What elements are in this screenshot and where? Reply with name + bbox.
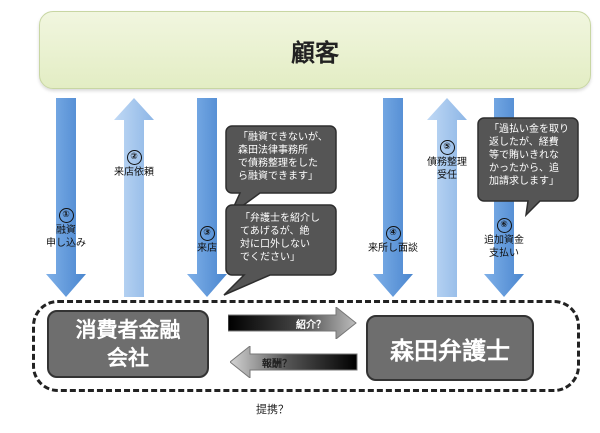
- partnership-label: 提携？: [256, 403, 289, 416]
- partnership-frame: [32, 300, 580, 392]
- step-3-label: ③ 来店: [197, 226, 217, 254]
- arrow-4-consultation: [373, 98, 413, 297]
- bubble-1-text: 「融資できないが、 森田法律事務所 で債務整理をした ら融資できます」: [238, 132, 328, 182]
- step-2-label: ② 来店依頼: [114, 150, 154, 178]
- lender-label-line2: 会社: [107, 346, 149, 370]
- customer-box: 顧客: [39, 11, 591, 89]
- customer-label: 顧客: [291, 38, 339, 67]
- step-1-label: ① 融資 申し込み: [46, 208, 86, 249]
- reward-arrow: [230, 346, 358, 378]
- lawyer-label: 森田弁護士: [390, 336, 510, 365]
- step-5-label: ⑤ 債務整理 受任: [427, 140, 467, 181]
- arrow-1-application: [46, 98, 86, 297]
- bubble-3-shape: [477, 117, 579, 218]
- referral-label: 紹介？: [296, 320, 326, 331]
- lawyer-box: 森田弁護士: [366, 315, 534, 381]
- lender-label-line1: 消費者金融: [75, 318, 181, 342]
- bubble-2-text: 「弁護士を紹介し てあげるが、絶 対に口外しない でください」: [240, 213, 320, 263]
- lender-box: 消費者金融 会社: [47, 310, 209, 378]
- step-4-label: ④ 来所し面談: [368, 226, 418, 254]
- bubble-1-shape: [225, 125, 337, 218]
- arrow-5-debt-retainer: [427, 98, 467, 297]
- arrow-3-visit: [187, 98, 227, 297]
- reward-label: 報酬？: [262, 359, 292, 370]
- bubble-3-text: 「過払い金を取り 返したが、経費 等で賄いきれな かったから、追 加請求します」: [489, 124, 569, 187]
- bubble-2-shape: [223, 204, 337, 296]
- referral-arrow: [228, 307, 357, 339]
- step-6-label: ⑥ 追加資金 支払い: [484, 218, 524, 259]
- arrow-2-visit-request: [114, 98, 154, 297]
